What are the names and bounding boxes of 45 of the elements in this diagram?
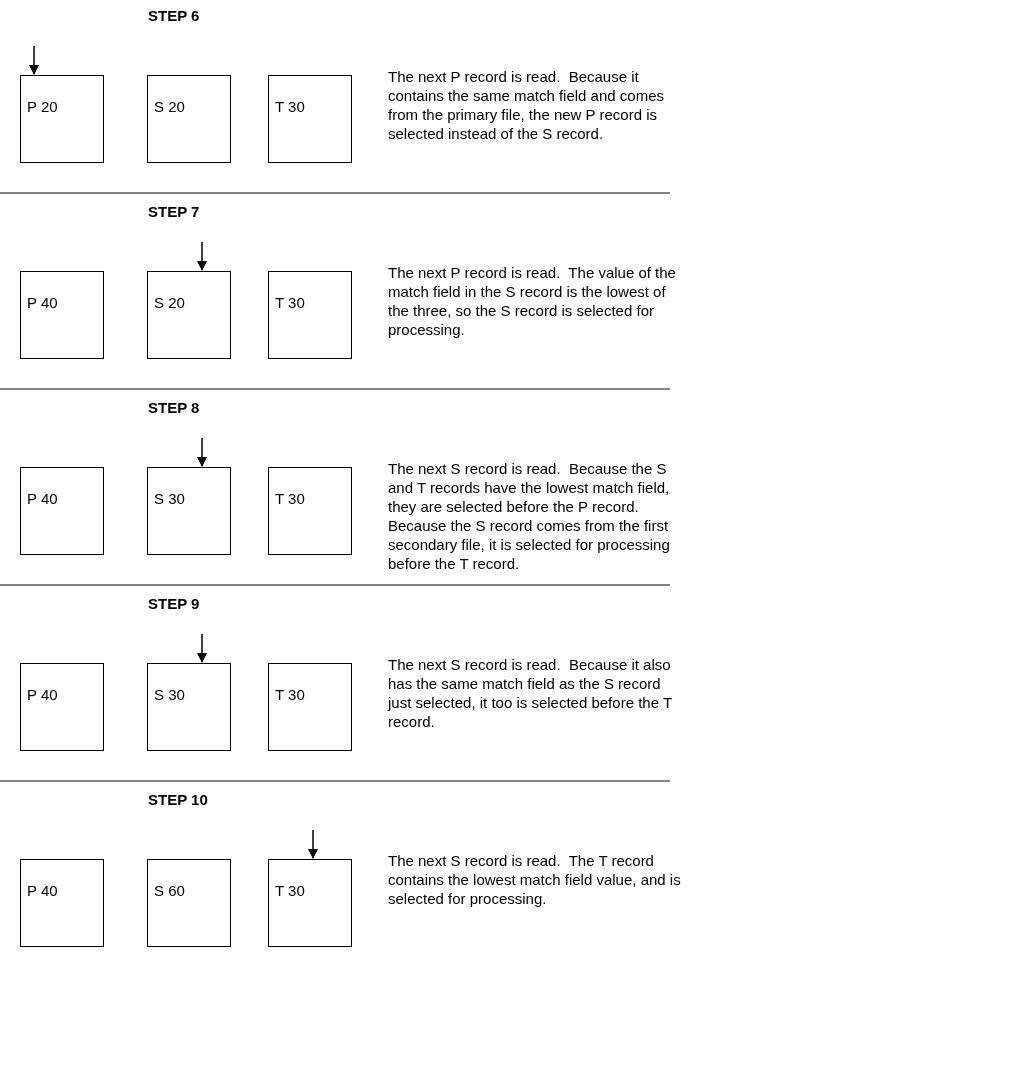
record-label: T 30 bbox=[275, 98, 305, 115]
record-label: T 30 bbox=[275, 686, 305, 703]
record-box bbox=[20, 859, 104, 947]
record-box bbox=[268, 271, 352, 359]
record-box bbox=[147, 859, 231, 947]
record-box bbox=[268, 859, 352, 947]
step-description: The next S record is read. Because it also has the same match field as the S record just selected, it too is selected before the T record. bbox=[388, 655, 673, 731]
pointer-arrow bbox=[197, 633, 207, 663]
step-description: The next S record is read. The T record contains the lowest match field value, and is selected for processing. bbox=[388, 851, 682, 908]
record-label: T 30 bbox=[275, 294, 305, 311]
record-label: S 30 bbox=[154, 490, 185, 507]
step-description: The next P record is read. The value of the match field in the S record is the lowest of the three, so the S record is selected for processing. bbox=[388, 263, 677, 339]
pointer-arrow bbox=[29, 45, 39, 75]
record-label: P 20 bbox=[27, 98, 58, 115]
record-box bbox=[147, 663, 231, 751]
step-description: The next S record is read. Because the S and T records have the lowest match field, they are selected before the P record. Because the S record comes from the first secondary file, it is selected for processing before the T record. bbox=[388, 459, 671, 573]
record-box bbox=[20, 467, 104, 555]
record-label: T 30 bbox=[275, 882, 305, 899]
pointer-arrow bbox=[197, 437, 207, 467]
record-label: P 40 bbox=[27, 686, 58, 703]
step-heading: STEP 7 bbox=[148, 203, 200, 220]
record-label: T 30 bbox=[275, 490, 305, 507]
record-label: P 40 bbox=[27, 294, 58, 311]
record-box bbox=[20, 271, 104, 359]
record-box bbox=[20, 75, 104, 163]
record-box bbox=[20, 663, 104, 751]
step-heading: STEP 6 bbox=[148, 7, 200, 24]
record-box bbox=[268, 663, 352, 751]
pointer-arrow bbox=[308, 829, 318, 859]
record-label: P 40 bbox=[27, 882, 58, 899]
record-label: S 30 bbox=[154, 686, 185, 703]
pointer-arrow bbox=[197, 241, 207, 271]
record-label: S 60 bbox=[154, 882, 185, 899]
record-box bbox=[147, 467, 231, 555]
record-label: S 20 bbox=[154, 98, 185, 115]
step-heading: STEP 10 bbox=[148, 791, 208, 808]
record-box bbox=[268, 75, 352, 163]
step-description: The next P record is read. Because it contains the same match field and comes from the primary file, the new P record is selected instead of the S record. bbox=[388, 67, 665, 143]
record-box bbox=[268, 467, 352, 555]
record-label: P 40 bbox=[27, 490, 58, 507]
record-box bbox=[147, 271, 231, 359]
step-heading: STEP 8 bbox=[148, 399, 200, 416]
step-heading: STEP 9 bbox=[148, 595, 200, 612]
record-label: S 20 bbox=[154, 294, 185, 311]
record-box bbox=[147, 75, 231, 163]
